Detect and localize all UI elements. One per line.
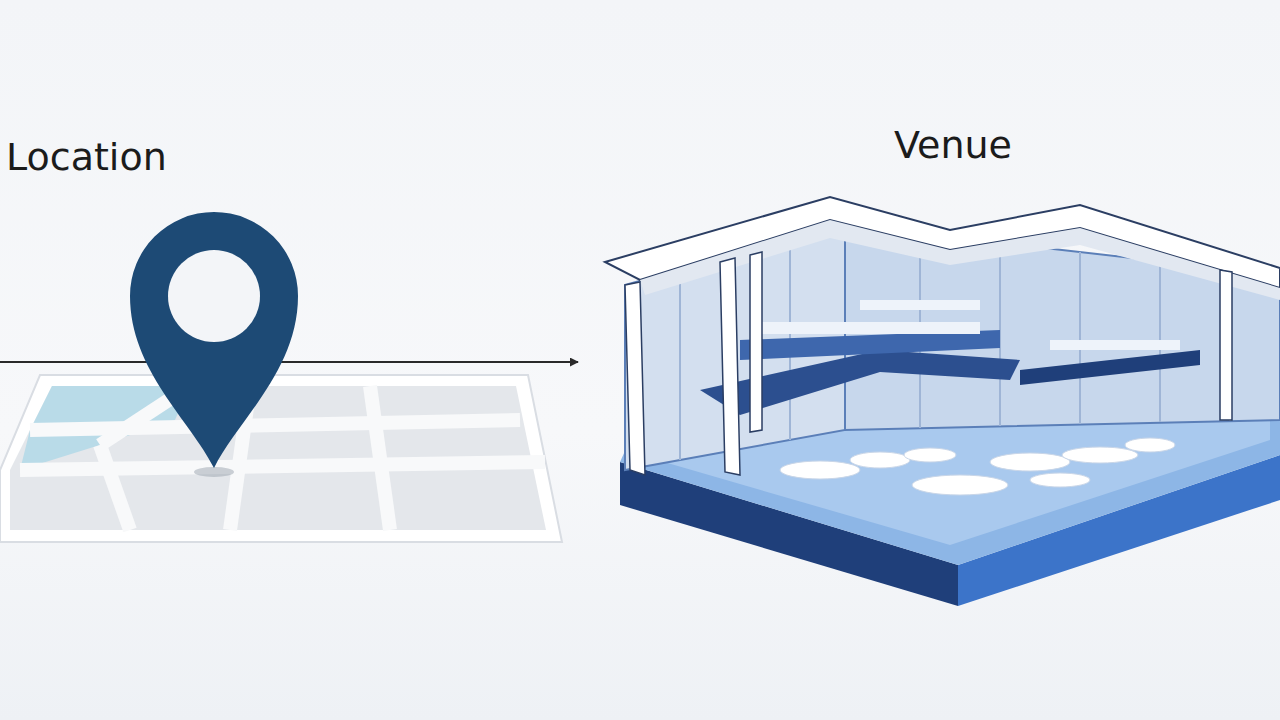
illustration-node: Venue <box>578 110 1280 620</box>
heading: Venue <box>894 124 1012 168</box>
map-illustration <box>0 375 562 542</box>
connector-arrow <box>548 361 578 363</box>
location-pin <box>130 212 298 477</box>
venue-illustration <box>605 197 1280 606</box>
heading: Location <box>6 136 167 180</box>
illustration-node: Location <box>0 120 548 550</box>
